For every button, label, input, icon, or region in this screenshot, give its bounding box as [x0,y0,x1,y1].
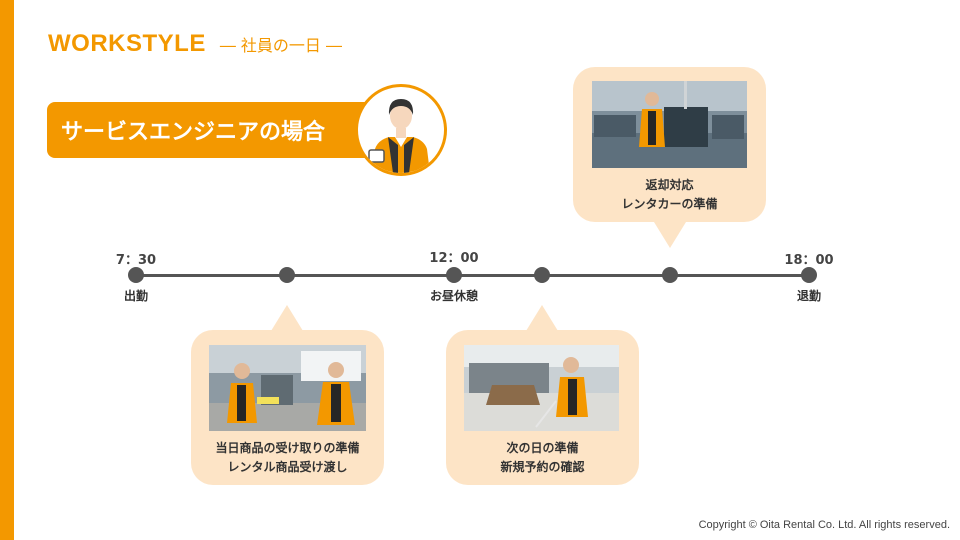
return-photo-icon [592,81,747,168]
timeline-dot-start [128,267,144,283]
accent-side-bar [0,0,14,540]
work-photo [592,81,747,168]
copyright-footer: Copyright © Oita Rental Co. Ltd. All rig… [698,519,950,531]
page-subtitle: ― 社員の一日 ― [219,36,343,55]
card-caption-line: レンタル商品受け渡し [227,460,348,474]
time-label-start: 7：30 [115,253,157,268]
event-label-start: 出勤 [123,289,149,303]
warehouse-photo-icon [209,345,366,431]
yard-photo-icon [464,345,619,431]
engineer-illustration-icon [368,99,430,173]
timeline-line [136,274,809,277]
page-title: WORKSTYLE [48,30,206,57]
timeline-dot-noon [446,267,462,283]
schedule-card-evening: 返却対応 レンタカーの準備 [573,67,766,222]
timeline-dot [662,267,678,283]
timeline-dot-end [801,267,817,283]
page-header: WORKSTYLE ― 社員の一日 ― [48,30,342,58]
card-caption-line: 次の日の準備 [506,441,579,455]
event-label-end: 退勤 [796,289,822,303]
timeline-dot [279,267,295,283]
engineer-avatar [355,84,447,176]
role-banner: サービスエンジニアの場合 [47,102,377,158]
card-caption-line: 当日商品の受け取りの準備 [215,441,360,455]
card-pointer [526,305,558,331]
card-caption-line: 新規予約の確認 [500,460,585,474]
role-title: サービスエンジニアの場合 [61,120,326,145]
event-label-noon: お昼休憩 [429,289,479,303]
schedule-card-morning: 当日商品の受け取りの準備 レンタル商品受け渡し [191,330,384,485]
work-photo [209,345,366,431]
schedule-card-afternoon: 次の日の準備 新規予約の確認 [446,330,639,485]
card-pointer [654,222,686,248]
time-label-noon: 12：00 [429,251,479,266]
card-pointer [271,305,303,331]
work-photo [464,345,619,431]
card-caption-line: 返却対応 [645,178,694,192]
card-caption-line: レンタカーの準備 [621,197,718,211]
time-label-end: 18：00 [784,253,834,268]
timeline-dot [534,267,550,283]
